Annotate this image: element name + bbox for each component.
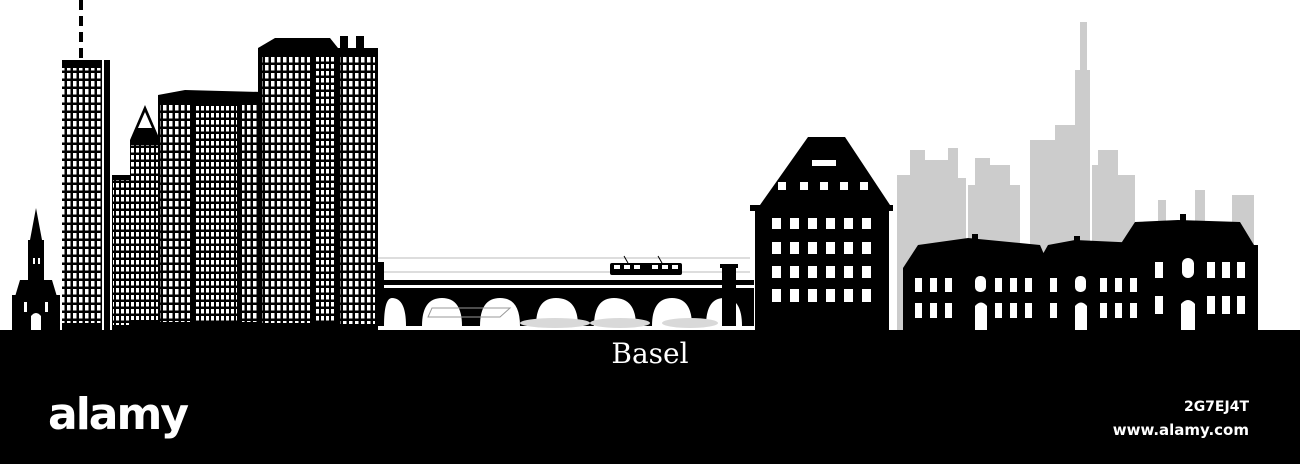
- city-name-caption: Basel: [611, 337, 689, 370]
- tram: [610, 255, 682, 275]
- old-town-houses: [903, 214, 1258, 330]
- wide-tower: [158, 90, 262, 330]
- watermark-image-id: 2G7EJ4T: [1183, 399, 1249, 415]
- ground-band: [0, 330, 1300, 464]
- rhine-bridge: [374, 257, 754, 328]
- tower-with-antenna: [62, 0, 110, 330]
- church-spire: [12, 208, 60, 330]
- historic-warehouse: [750, 137, 893, 330]
- twin-towers: [258, 36, 378, 330]
- watermark-site-url: www.alamy.com: [1112, 421, 1249, 439]
- watermark-brand: alamy: [48, 389, 189, 440]
- pyramid-top-tower: [130, 105, 160, 330]
- tower-small: [112, 175, 132, 330]
